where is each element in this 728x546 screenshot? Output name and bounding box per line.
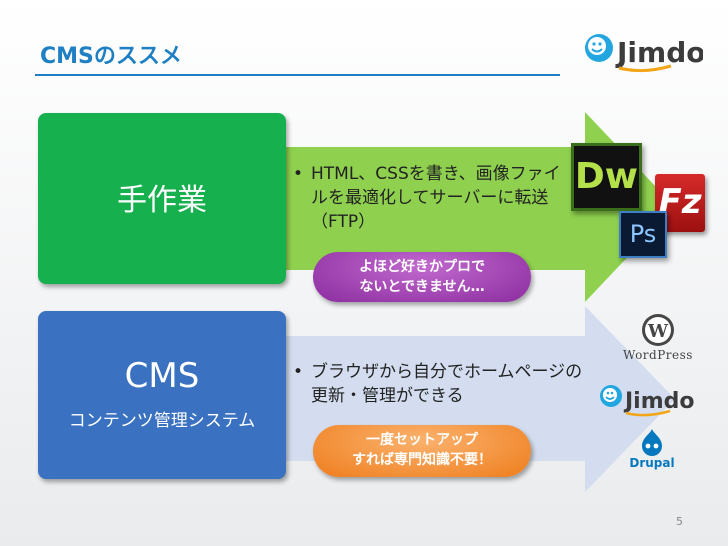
purple-callout-line2: ないとできません… (359, 279, 485, 295)
purple-callout: よほど好きかプロで ないとできません… (313, 252, 531, 302)
drupal-wordmark: Drupal (629, 456, 675, 470)
page-number: 5 (676, 515, 683, 528)
bullet-dot-icon: • (293, 362, 304, 382)
manual-work-bullet: • HTML、CSSを書き、画像ファイルを最適化してサーバーに転送（FTP） (293, 162, 563, 234)
bullet-dot-icon: • (293, 164, 304, 184)
photoshop-icon: Ps (619, 211, 667, 258)
svg-text:Jimdo: Jimdo (615, 36, 703, 69)
cms-bullet: • ブラウザから自分でホームページの更新・管理ができる (293, 360, 593, 408)
cms-sublabel: コンテンツ管理システム (68, 411, 256, 431)
cms-box: CMS コンテンツ管理システム (38, 311, 286, 479)
filezilla-icon: Fz (655, 174, 705, 232)
dreamweaver-icon: Dw (571, 143, 642, 211)
orange-callout-line1: 一度セットアップ (366, 432, 478, 448)
drupal-logo: Drupal (624, 428, 680, 478)
wordpress-logo: W WordPress (613, 312, 703, 372)
drupal-drop-icon (642, 429, 662, 456)
cms-label: CMS (124, 356, 200, 396)
wordpress-wordmark: WordPress (623, 348, 693, 362)
svg-text:W: W (647, 321, 669, 342)
manual-work-box: 手作業 (38, 113, 286, 284)
cms-bullet-text: ブラウザから自分でホームページの更新・管理ができる (311, 362, 583, 406)
orange-callout: 一度セットアップ すれば専門知識不要！ (313, 425, 531, 477)
wordpress-icon: W (642, 314, 674, 346)
purple-callout-line1: よほど好きかプロで (359, 259, 485, 275)
manual-work-bullet-text: HTML、CSSを書き、画像ファイルを最適化してサーバーに転送（FTP） (311, 164, 561, 232)
jimdo-logo-icon: Jimdo (583, 24, 705, 76)
orange-callout-line2: すれば専門知識不要！ (352, 452, 492, 468)
slide-title: CMSのススメ (40, 44, 182, 69)
jimdo-small-logo-icon: Jimdo (598, 376, 695, 420)
manual-work-label: 手作業 (117, 183, 207, 218)
jimdo-wordmark: Jimdo (623, 389, 694, 414)
title-underline (35, 74, 560, 76)
